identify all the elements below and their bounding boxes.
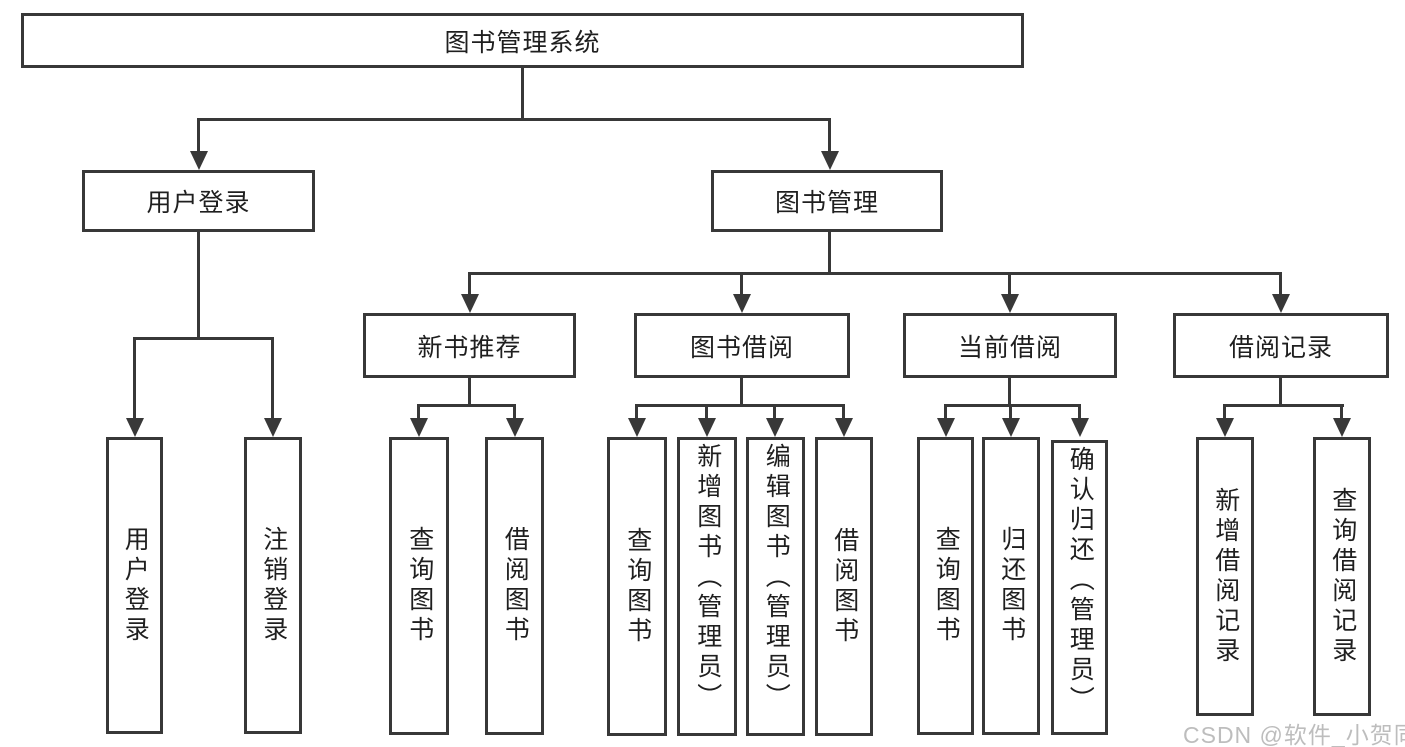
leaf-logout: 注销登录 (244, 437, 302, 734)
leaf-add-borrow-record-label: 新增借阅记录 (1211, 486, 1240, 667)
connector-line (1008, 378, 1011, 404)
arrow-down-icon (835, 418, 853, 437)
connector-line (635, 404, 845, 407)
connector-line (417, 404, 516, 407)
node-current-borrowing-label: 当前借阅 (957, 333, 1062, 362)
connector-line (197, 232, 200, 337)
arrow-down-icon (766, 418, 784, 437)
connector-line (1279, 378, 1282, 404)
arrow-down-icon (264, 418, 282, 437)
arrow-down-icon (506, 418, 524, 437)
leaf-return-books: 归还图书 (982, 437, 1040, 735)
leaf-confirm-return-admin-label: 确认归还（管理员） (1066, 446, 1095, 716)
connector-line (468, 272, 1282, 275)
connector-line (133, 337, 136, 421)
arrow-down-icon (821, 151, 839, 170)
arrow-down-icon (937, 418, 955, 437)
node-borrowing-records-label: 借阅记录 (1228, 333, 1333, 362)
leaf-borrow-books-recommend-label: 借阅图书 (501, 526, 530, 646)
connector-line (1223, 404, 1226, 421)
leaf-borrow-books-recommend: 借阅图书 (485, 437, 544, 735)
leaf-confirm-return-admin: 确认归还（管理员） (1051, 440, 1108, 735)
leaf-user-login-label: 用户登录 (121, 525, 150, 646)
leaf-return-books-label: 归还图书 (997, 526, 1026, 646)
connector-line (1008, 272, 1011, 297)
connector-line (773, 404, 776, 421)
leaf-edit-books-admin: 编辑图书（管理员） (746, 437, 805, 736)
leaf-query-borrow-record: 查询借阅记录 (1313, 437, 1371, 716)
leaf-query-borrow-record-label: 查询借阅记录 (1328, 486, 1357, 667)
connector-line (1279, 272, 1282, 297)
node-current-borrowing: 当前借阅 (903, 313, 1117, 378)
arrow-down-icon (190, 151, 208, 170)
arrow-down-icon (1071, 418, 1089, 437)
arrow-down-icon (733, 294, 751, 313)
connector-line (635, 404, 638, 421)
node-new-book-recommend-label: 新书推荐 (417, 333, 522, 362)
arrow-down-icon (1002, 418, 1020, 437)
leaf-logout-label: 注销登录 (259, 525, 288, 646)
connector-line (271, 337, 274, 421)
leaf-query-books-current: 查询图书 (917, 437, 974, 735)
connector-line (133, 337, 274, 340)
leaf-edit-books-admin-label: 编辑图书（管理员） (762, 443, 791, 713)
arrow-down-icon (1216, 418, 1234, 437)
connector-line (417, 404, 420, 421)
leaf-query-books-borrowing: 查询图书 (607, 437, 667, 736)
leaf-query-books-recommend: 查询图书 (389, 437, 449, 735)
connector-line (828, 232, 831, 272)
node-user-login: 用户登录 (82, 170, 315, 232)
watermark: CSDN @软件_小贺同学 (1183, 722, 1405, 747)
arrow-down-icon (628, 418, 646, 437)
connector-line (842, 404, 845, 421)
connector-line (1340, 404, 1343, 421)
leaf-add-books-admin-label: 新增图书（管理员） (693, 443, 722, 713)
connector-line (197, 118, 200, 152)
arrow-down-icon (698, 418, 716, 437)
leaf-user-login: 用户登录 (106, 437, 163, 734)
leaf-add-books-admin: 新增图书（管理员） (677, 437, 737, 736)
arrow-down-icon (1001, 294, 1019, 313)
node-root: 图书管理系统 (21, 13, 1024, 68)
node-new-book-recommend: 新书推荐 (363, 313, 576, 378)
leaf-query-books-current-label: 查询图书 (932, 526, 961, 646)
arrow-down-icon (410, 418, 428, 437)
arrow-down-icon (461, 294, 479, 313)
connector-line (740, 378, 743, 404)
node-book-management-label: 图书管理 (774, 189, 879, 217)
arrow-down-icon (1333, 418, 1351, 437)
node-book-borrowing-label: 图书借阅 (689, 333, 794, 362)
connector-line (468, 378, 471, 404)
node-user-login-label: 用户登录 (146, 189, 251, 217)
connector-line (521, 68, 524, 118)
connector-line (1223, 404, 1344, 407)
node-book-borrowing: 图书借阅 (634, 313, 850, 378)
connector-line (197, 118, 831, 121)
connector-line (1009, 404, 1012, 421)
connector-line (944, 404, 1081, 407)
connector-line (828, 118, 831, 152)
arrow-down-icon (126, 418, 144, 437)
connector-line (513, 404, 516, 421)
leaf-borrow-books-borrowing-label: 借阅图书 (830, 526, 859, 647)
leaf-query-books-recommend-label: 查询图书 (405, 526, 434, 646)
connector-line (740, 272, 743, 297)
node-book-management: 图书管理 (711, 170, 943, 232)
connector-line (1078, 404, 1081, 421)
leaf-add-borrow-record: 新增借阅记录 (1196, 437, 1254, 716)
node-root-label: 图书管理系统 (444, 28, 601, 57)
leaf-query-books-borrowing-label: 查询图书 (623, 526, 652, 647)
connector-line (468, 272, 471, 297)
arrow-down-icon (1272, 294, 1290, 313)
node-borrowing-records: 借阅记录 (1173, 313, 1389, 378)
leaf-borrow-books-borrowing: 借阅图书 (815, 437, 873, 736)
connector-line (944, 404, 947, 421)
connector-line (705, 404, 708, 421)
